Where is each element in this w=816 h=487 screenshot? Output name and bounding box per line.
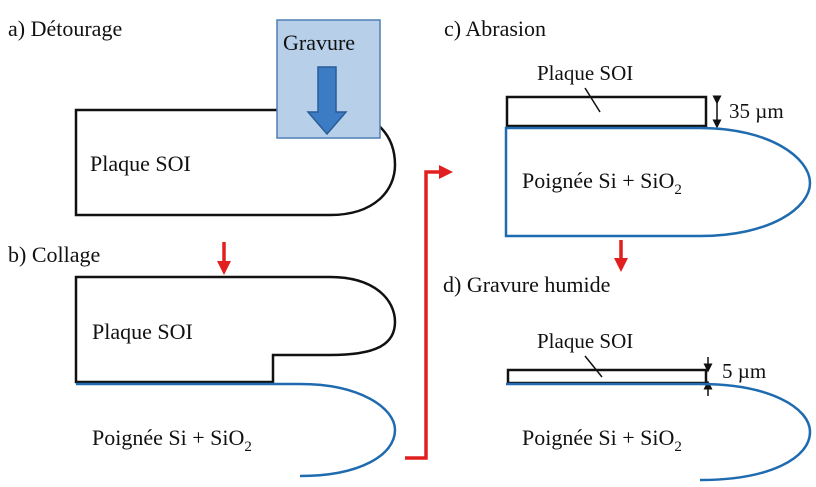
etch-arrow xyxy=(306,66,348,136)
step-c-wafer-layer xyxy=(505,95,708,128)
step-b-handle-label: Poignée Si + SiO2 xyxy=(92,425,252,455)
step-c-title: c) Abrasion xyxy=(444,16,546,41)
step-d-title: d) Gravure humide xyxy=(443,272,610,297)
step-b-wafer-outline xyxy=(74,275,397,384)
step-c: c) Abrasion Plaque SOI 35 µm Poignée Si … xyxy=(444,16,812,238)
step-a-title: a) Détourage xyxy=(8,16,122,41)
step-d-thickness: 5 µm xyxy=(722,359,766,383)
step-b: b) Collage Plaque SOI Poignée Si + SiO2 xyxy=(8,242,397,478)
step-c-wafer-label: Plaque SOI xyxy=(537,61,633,85)
step-a-wafer-label: Plaque SOI xyxy=(90,151,191,176)
step-b-handle-outline xyxy=(76,382,397,478)
step-d-wafer-layer xyxy=(506,368,708,385)
etch-label: Gravure xyxy=(283,30,355,55)
arrow-b-to-c xyxy=(405,165,453,460)
step-b-title: b) Collage xyxy=(8,242,100,267)
step-d: d) Gravure humide Plaque SOI 5 µm Poigné… xyxy=(443,272,812,482)
step-c-handle-label: Poignée Si + SiO2 xyxy=(522,168,682,198)
step-d-handle-label: Poignée Si + SiO2 xyxy=(522,425,682,455)
step-c-wafer-leader xyxy=(584,87,601,113)
step-d-wafer-leader xyxy=(584,355,603,378)
step-c-handle-outline xyxy=(504,126,812,238)
step-b-wafer-label: Plaque SOI xyxy=(92,319,193,344)
step-d-wafer-label: Plaque SOI xyxy=(537,329,633,353)
step-d-handle-outline xyxy=(506,382,812,482)
step-c-thickness: 35 µm xyxy=(729,99,784,123)
step-a: a) Détourage Plaque SOI Gravure xyxy=(8,16,397,217)
